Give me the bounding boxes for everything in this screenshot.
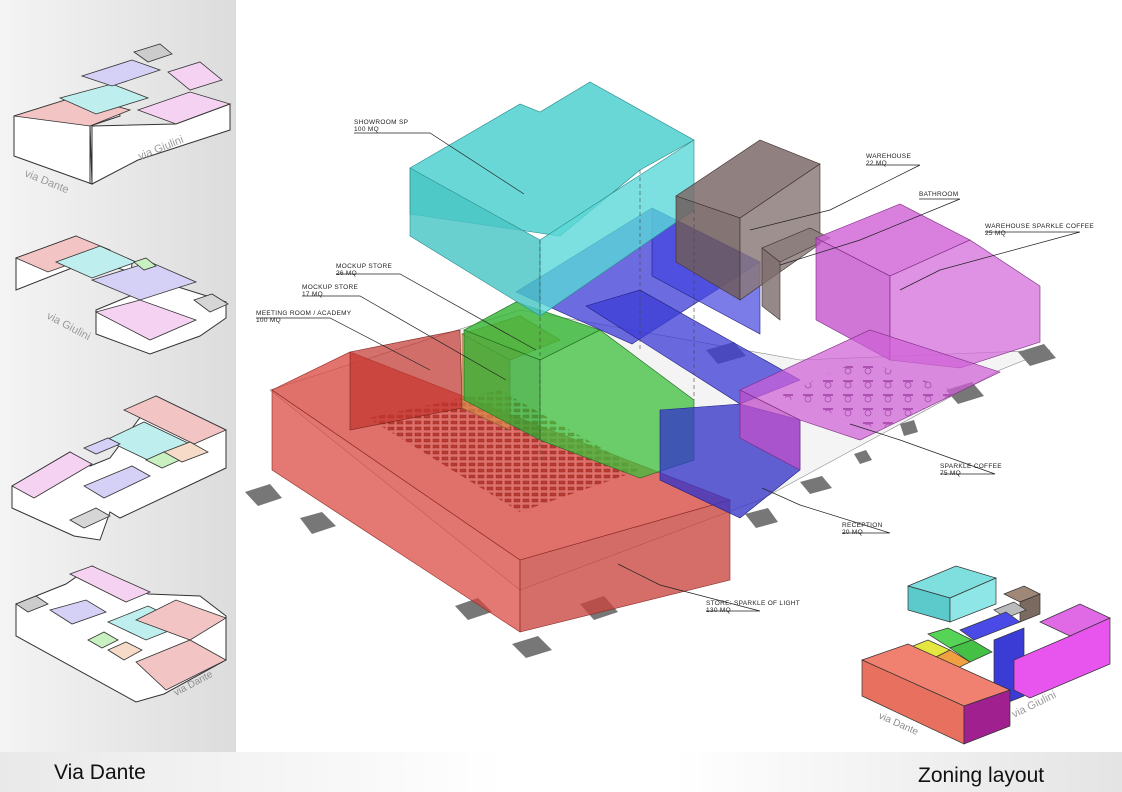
label-mockup-17: MOCKUP STORE	[302, 284, 358, 291]
label-store: STORE: SPARKLE OF LIGHT	[706, 600, 800, 607]
zone-warehouse-coffee	[815, 203, 1041, 369]
zoning-mini-axonometric: via Dante via Giulini	[861, 565, 1111, 745]
area-warehouse: 22 MQ	[866, 160, 887, 167]
label-warehouse-coffee: WAREHOUSE SPARKLE COFFEE	[985, 223, 1094, 230]
area-meeting-room: 100 MQ	[256, 317, 281, 324]
leader-lines	[256, 132, 1081, 612]
zone-sparkle-coffee	[739, 329, 1001, 471]
caption-via-dante: Via Dante	[54, 761, 146, 784]
area-warehouse-coffee: 25 MQ	[985, 230, 1006, 237]
area-mockup-17: 17 MQ	[302, 291, 323, 298]
label-mockup-26: MOCKUP STORE	[336, 263, 392, 270]
label-reception: RECEPTION	[842, 522, 883, 529]
area-store: 130 MQ	[706, 607, 731, 614]
caption-zoning-layout: Zoning layout	[918, 764, 1045, 787]
thumbnail-2: via Giulini	[14, 235, 229, 355]
thumbnail-4: via Dante	[15, 565, 227, 703]
projection-lines	[539, 170, 695, 460]
zone-bathroom	[761, 227, 831, 321]
area-showroom: 100 MQ	[354, 126, 379, 133]
zone-warehouse	[675, 139, 821, 301]
zone-showroom	[409, 81, 695, 317]
caption-band	[0, 752, 1122, 792]
thumbnail-3	[11, 395, 227, 541]
label-warehouse: WAREHOUSE	[866, 153, 911, 160]
label-sparkle-coffee: SPARKLE COFFEE	[940, 463, 1002, 470]
area-mockup-26: 26 MQ	[336, 270, 357, 277]
label-meeting-room: MEETING ROOM / ACADEMY	[256, 310, 352, 317]
label-bathroom: BATHROOM	[919, 191, 958, 198]
zone-mockup-26	[463, 301, 695, 479]
zone-labels: SHOWROOM SP 100 MQ WAREHOUSE 22 MQ BATHR…	[256, 119, 1094, 614]
thumbnail-1: via Dante via Giulini	[13, 43, 232, 196]
area-sparkle-coffee: 75 MQ	[940, 470, 961, 477]
area-reception: 20 MQ	[842, 529, 863, 536]
street-label: via Giulini	[45, 310, 93, 343]
label-showroom: SHOWROOM SP	[354, 119, 408, 126]
